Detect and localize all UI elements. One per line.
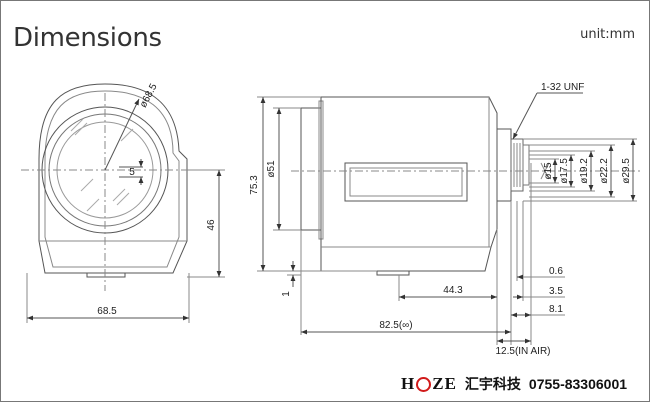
side-rear-mount xyxy=(496,128,512,202)
mount-diameter-17-5: ø17.5 xyxy=(559,158,570,184)
dim-44-3: 44.3 xyxy=(443,285,463,296)
brand-letters-ze: ZE xyxy=(432,374,457,393)
dim-8-1: 8.1 xyxy=(549,304,563,315)
brand-ring-icon xyxy=(416,376,432,392)
mount-diameter-29-5: ø29.5 xyxy=(621,158,632,184)
side-window xyxy=(344,162,468,202)
mount-diameter-15: ø15 xyxy=(543,162,554,180)
mount-diameter-22-2: ø22.2 xyxy=(599,158,610,184)
front-housing-inner-outline xyxy=(44,90,180,268)
company-phone: 0755-83306001 xyxy=(528,376,628,392)
page-title: Dimensions xyxy=(13,23,162,53)
front-height-label: 46 xyxy=(206,219,217,231)
dim-1: 1 xyxy=(281,291,292,297)
front-view xyxy=(21,83,225,323)
mount-diameter-19-2: ø19.2 xyxy=(579,158,590,184)
brand-letter-h: H xyxy=(401,374,416,393)
company-logo: H ZE 汇宇科技 0755-83306001 xyxy=(401,373,627,395)
side-view xyxy=(257,92,641,345)
dim-3-5: 3.5 xyxy=(549,286,563,297)
side-main-body xyxy=(320,96,498,272)
front-housing-outline xyxy=(38,83,188,274)
side-body-diameter-label: ø51 xyxy=(266,160,277,178)
dim-0-6: 0.6 xyxy=(549,266,563,277)
dim-12-5: 12.5(IN AIR) xyxy=(495,346,550,357)
thread-label: 1-32 UNF xyxy=(541,82,584,93)
front-offset-label: 5 xyxy=(129,167,135,178)
front-width-label: 68.5 xyxy=(97,306,117,317)
front-diameter-label: ø68.5 xyxy=(138,82,160,110)
company-name-cn: 汇宇科技 xyxy=(464,377,521,393)
side-front-cap xyxy=(300,107,322,231)
side-height-label: 75.3 xyxy=(249,175,260,195)
dim-82-5: 82.5(∞) xyxy=(379,320,412,331)
unit-label: unit:mm xyxy=(580,27,635,42)
